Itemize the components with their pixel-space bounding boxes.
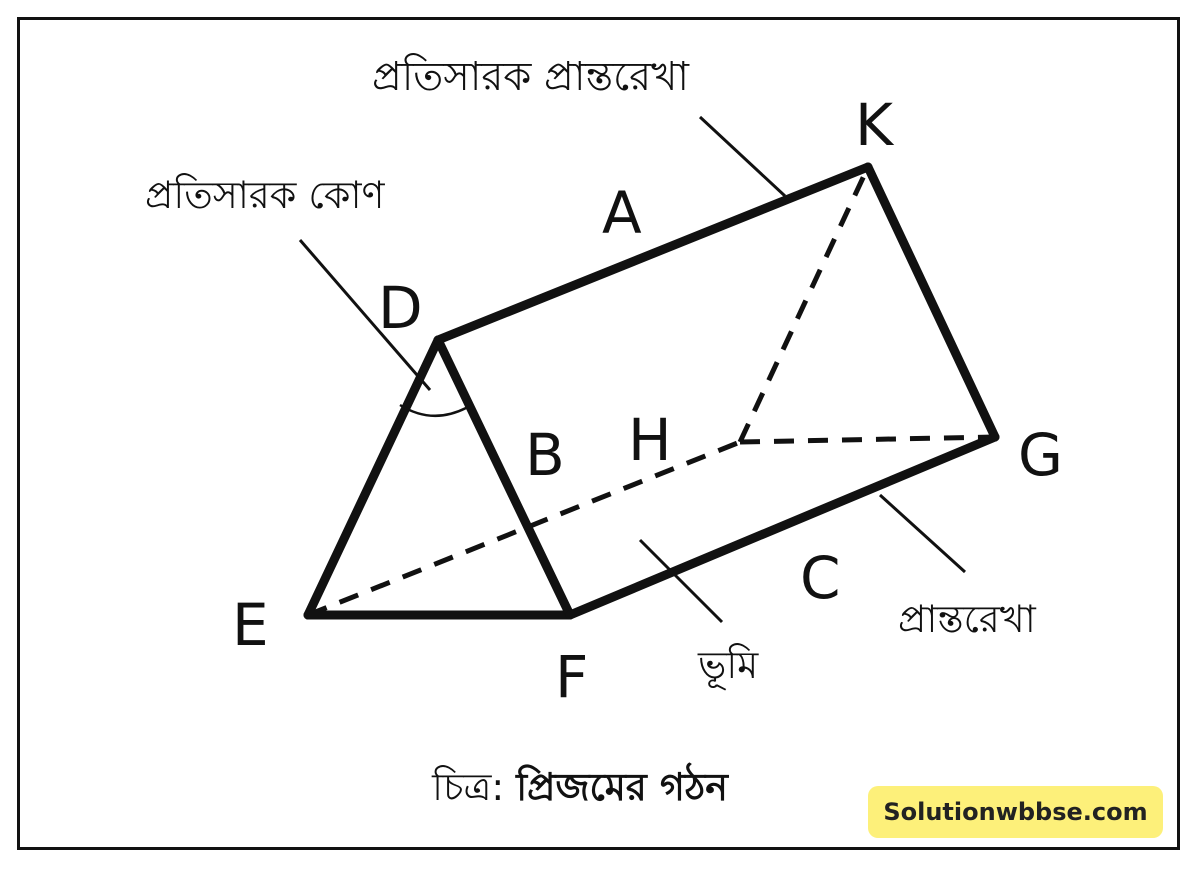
hidden-edge-EH (307, 439, 741, 618)
diagram-frame (17, 17, 1180, 850)
pointer-refracting-angle (298, 239, 432, 391)
refracting-edge-label: প্রতিসারক প্রান্তরেখা (372, 53, 690, 100)
edge-KG (863, 162, 1000, 442)
vertex-label-H: H (628, 406, 672, 474)
pointer-refracting-edge (698, 115, 787, 198)
vertex-label-K: K (855, 91, 895, 159)
face-label-C: C (800, 544, 841, 612)
caption-prefix: চিত্র: (432, 765, 505, 809)
face-label-B: B (525, 421, 565, 489)
vertex-label-G: G (1018, 421, 1063, 489)
vertex-label-D: D (378, 274, 423, 342)
figure-caption: চিত্র: প্রিজমের গঠন (0, 758, 1160, 822)
edge-label: প্রান্তরেখা (898, 597, 1037, 641)
refracting-angle-label: প্রতিসারক কোণ (145, 173, 385, 217)
vertex-label-F: F (555, 643, 588, 711)
edge-DE (303, 335, 443, 620)
pointer-base (638, 538, 724, 624)
face-label-A: A (602, 179, 642, 247)
hidden-edge-HK (737, 165, 871, 444)
pointer-edge (878, 493, 967, 574)
hidden-edge-HG (739, 434, 996, 445)
refracting-angle-arc (399, 403, 467, 418)
watermark-badge: Solutionwbbse.com (868, 786, 1163, 838)
caption-title: প্রিজমের গঠন (516, 765, 728, 809)
base-label: ভূমি (697, 643, 759, 691)
refracting-edge-DK (433, 162, 873, 345)
edge-FG (565, 432, 1000, 620)
vertex-label-E: E (232, 591, 269, 659)
edge-DF (433, 335, 575, 620)
